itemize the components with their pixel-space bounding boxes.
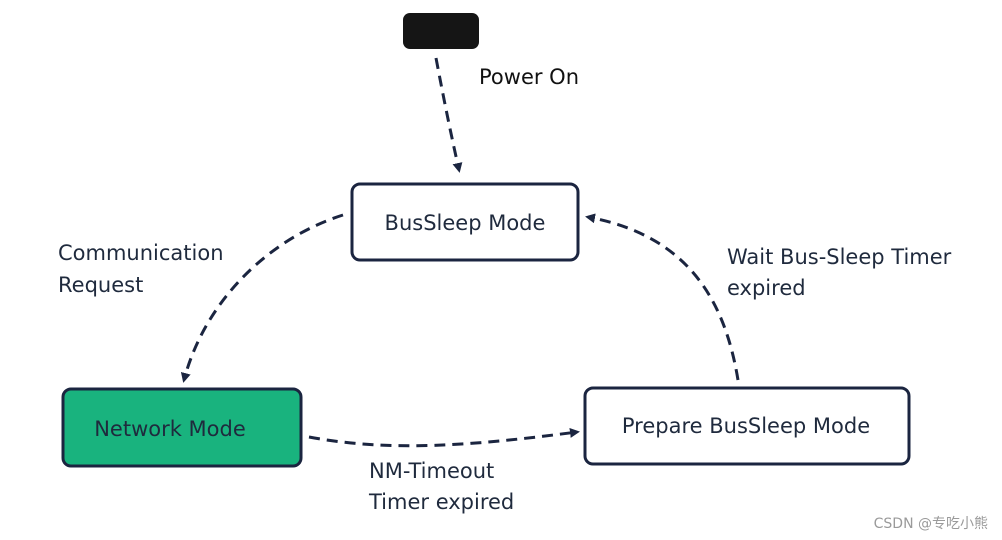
- prepare-bus-sleep-mode-label: Prepare BusSleep Mode: [622, 414, 870, 438]
- prepare-bus-sleep-mode-box: [583, 386, 911, 466]
- nm-timeout-arrow: [308, 427, 580, 448]
- nm-timeout-label-line-1: NM-Timeout: [369, 459, 494, 483]
- initial-node: [403, 13, 479, 49]
- bus-sleep-mode-label: BusSleep Mode: [385, 211, 546, 235]
- wait-bus-sleep-label-line-2: expired: [727, 276, 806, 300]
- watermark: CSDN @专吃小熊: [874, 516, 988, 532]
- network-mode-box: [61, 387, 303, 468]
- communication-request-arrow: [180, 213, 344, 383]
- wait-bus-sleep-arrow: [585, 213, 740, 381]
- communication-request-label-line-2: Request: [58, 273, 143, 297]
- power-on-label: Power On: [479, 65, 579, 89]
- power-on-arrow: [434, 57, 463, 173]
- nm-timeout-label-line-2: Timer expired: [368, 490, 514, 514]
- bus-sleep-mode-box: [350, 182, 580, 262]
- communication-request-label-line-1: Communication: [58, 241, 224, 265]
- wait-bus-sleep-label-line-1: Wait Bus-Sleep Timer: [727, 245, 952, 269]
- network-mode-label: Network Mode: [94, 417, 246, 441]
